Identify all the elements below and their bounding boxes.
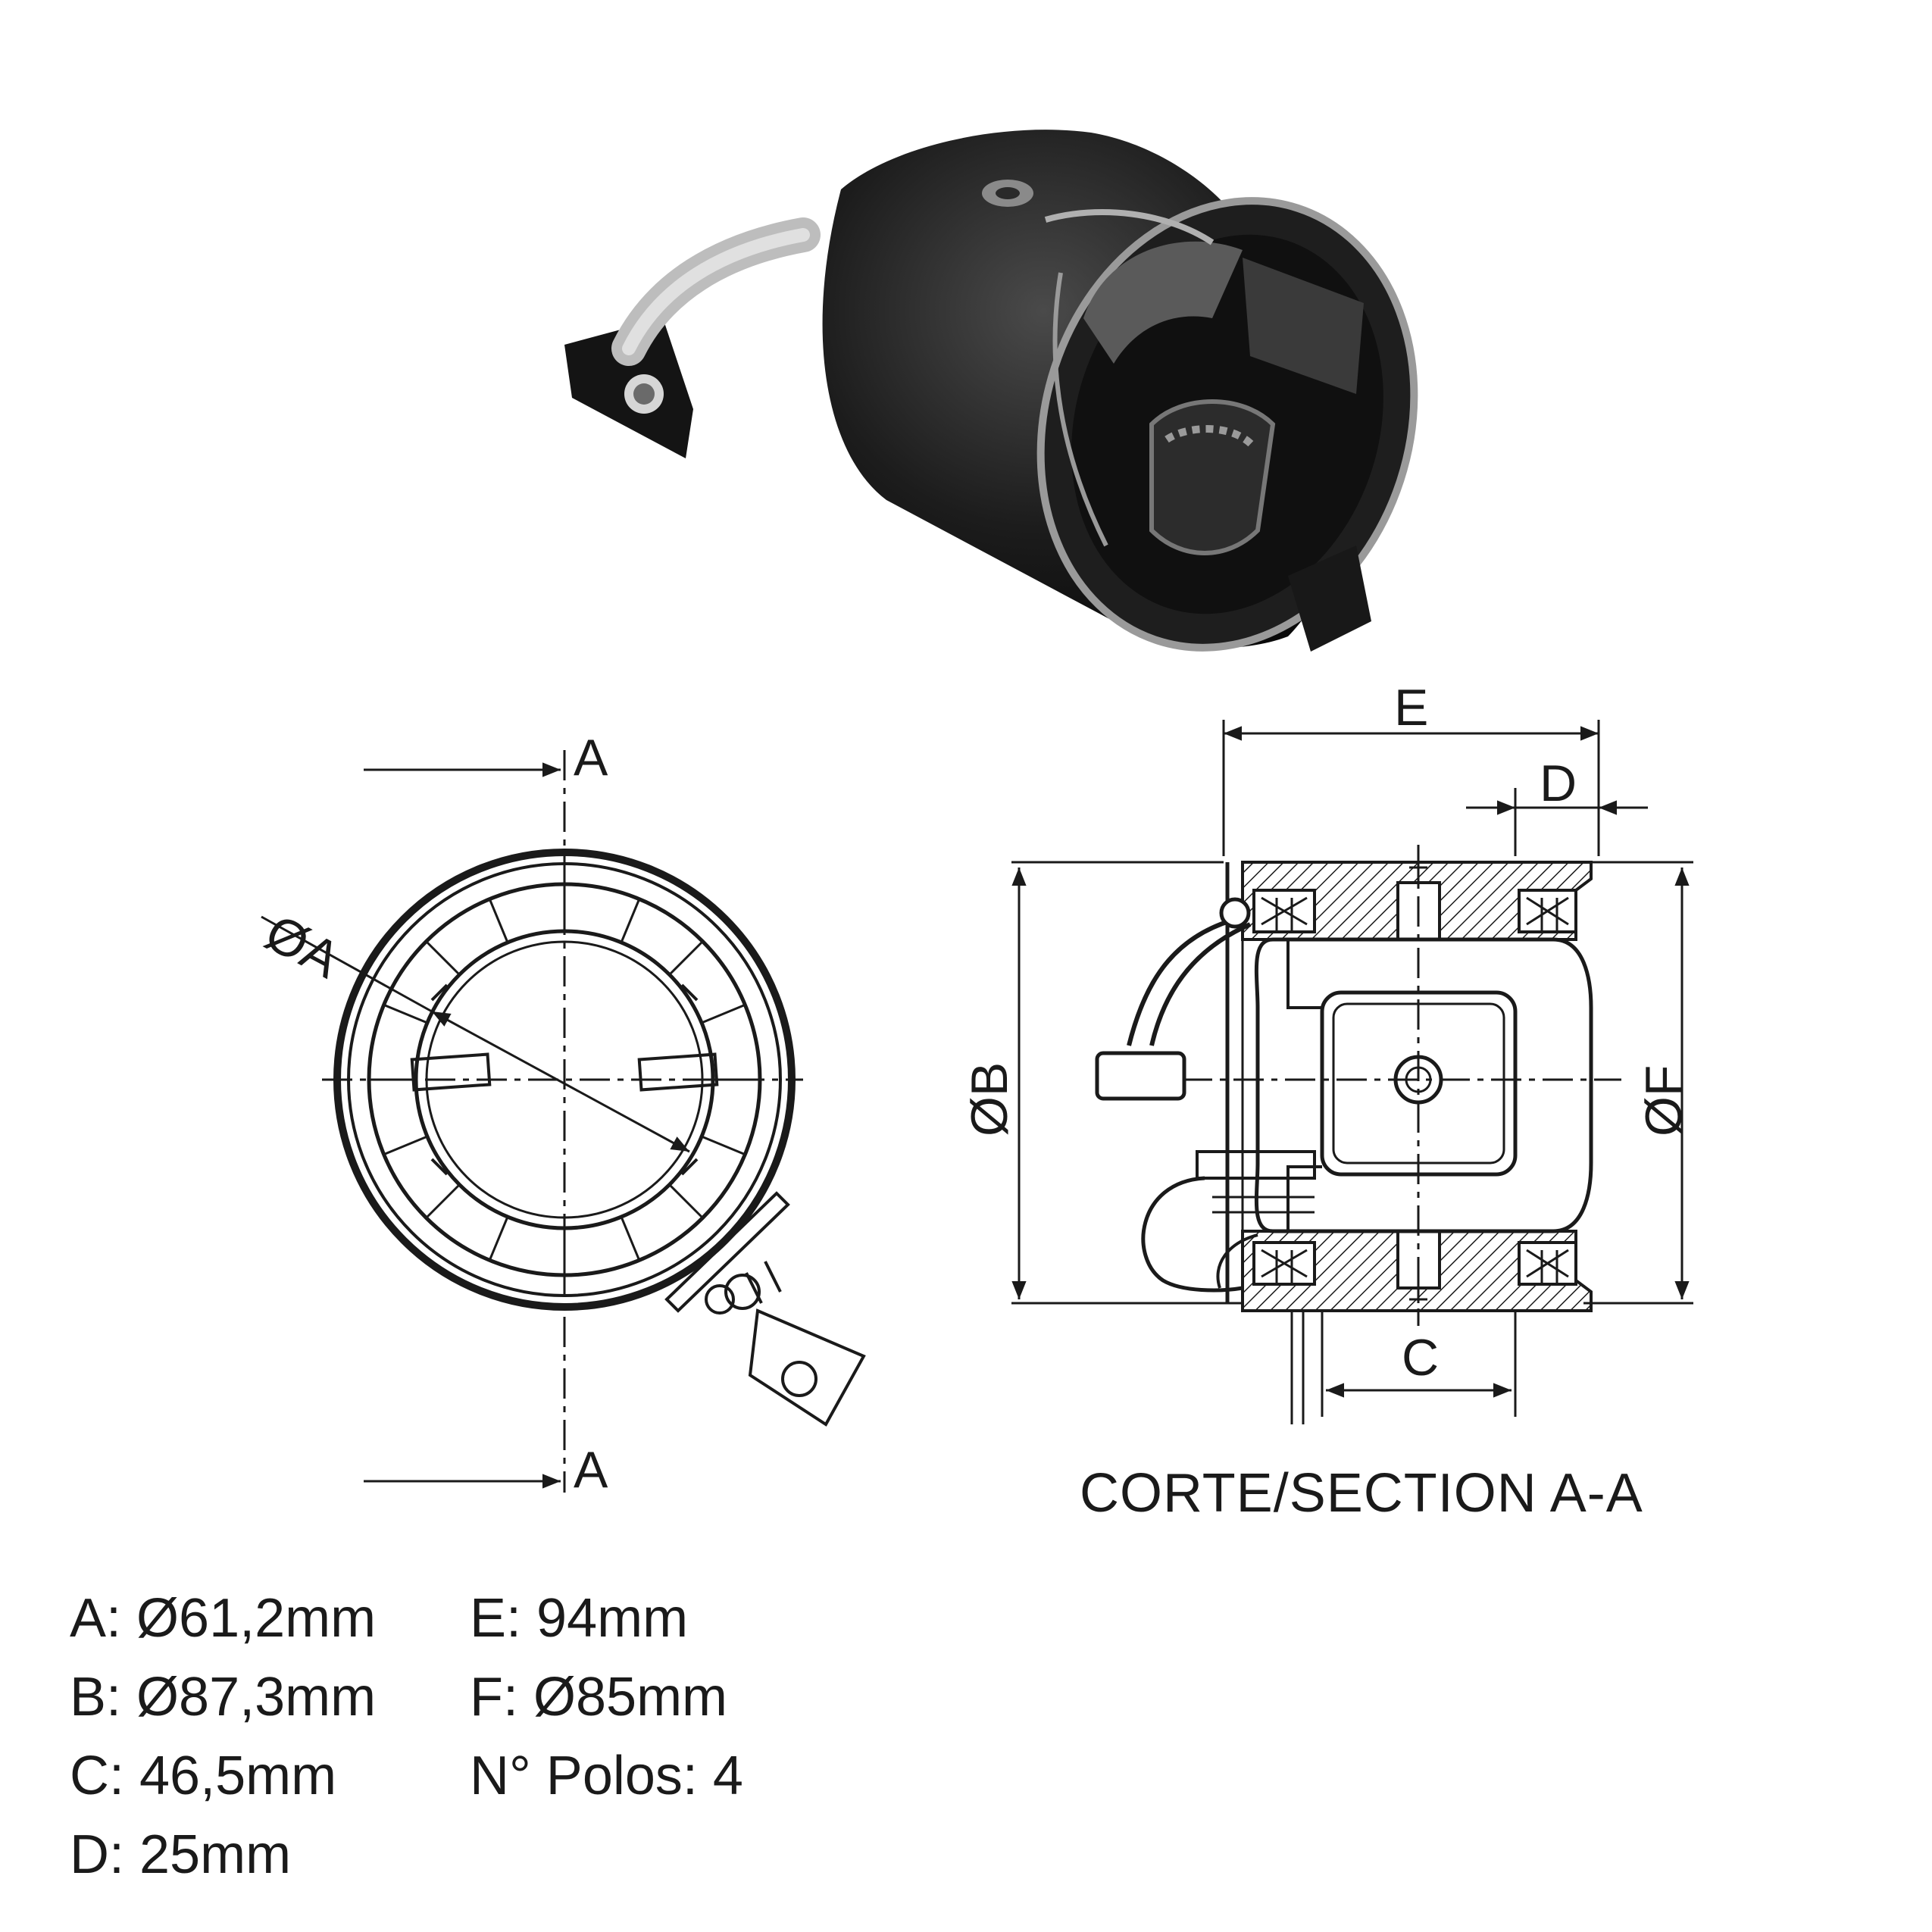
spec-c: C: 46,5mm — [70, 1746, 337, 1806]
dim-e-label: E — [1394, 679, 1429, 736]
spec-d: D: 25mm — [70, 1824, 292, 1885]
section-title: CORTE/SECTION A-A — [1080, 1463, 1643, 1524]
dim-b-label: ØB — [961, 1061, 1018, 1136]
dim-f-label: ØF — [1635, 1064, 1693, 1136]
spec-a: A: Ø61,2mm — [70, 1588, 377, 1649]
spec-f: F: Ø85mm — [470, 1667, 728, 1727]
dim-d-label: D — [1540, 755, 1577, 812]
section-mark-top: A — [574, 729, 608, 786]
product-photo — [564, 130, 1418, 652]
spec-poles: N° Polos: 4 — [470, 1746, 743, 1806]
section-mark-bottom: A — [574, 1441, 608, 1499]
section-view — [1011, 720, 1693, 1424]
spec-e: E: 94mm — [470, 1588, 689, 1649]
spec-b: B: Ø87,3mm — [70, 1667, 377, 1727]
front-view — [261, 750, 866, 1493]
dim-c-label: C — [1402, 1329, 1440, 1386]
